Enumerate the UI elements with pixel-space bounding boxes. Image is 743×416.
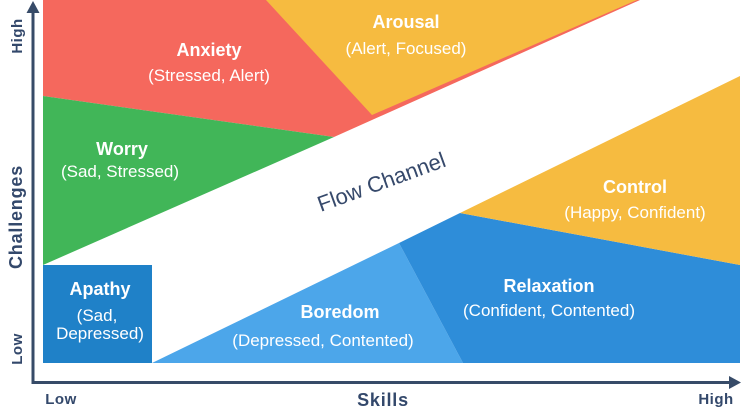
x-axis-line [31, 381, 734, 384]
y-axis-title: Challenges [6, 165, 26, 269]
region-relaxation [399, 213, 740, 363]
y-axis-arrowhead-icon [26, 1, 40, 13]
worry-title: Worry [96, 139, 148, 159]
apathy-subtitle-line2: Depressed) [56, 324, 144, 343]
anxiety-title: Anxiety [176, 40, 241, 60]
arousal-subtitle: (Alert, Focused) [346, 39, 467, 58]
control-title: Control [603, 177, 667, 197]
arousal-title: Arousal [372, 12, 439, 32]
x-axis-high-label: High [698, 391, 733, 408]
y-axis-high-label: High [9, 18, 26, 53]
flow-channel-label: Flow Channel [314, 147, 449, 216]
x-axis-title: Skills [357, 390, 409, 410]
relaxation-subtitle: (Confident, Contented) [463, 301, 635, 320]
boredom-subtitle: (Depressed, Contented) [232, 331, 413, 350]
region-worry [43, 96, 334, 265]
region-arousal [266, 0, 637, 115]
boredom-title: Boredom [300, 302, 379, 322]
anxiety-subtitle: (Stressed, Alert) [148, 66, 270, 85]
control-subtitle: (Happy, Confident) [564, 203, 705, 222]
region-boredom [152, 243, 463, 363]
x-axis-low-label: Low [45, 391, 77, 408]
y-axis-low-label: Low [9, 333, 26, 365]
relaxation-title: Relaxation [503, 276, 594, 296]
x-axis-arrowhead-icon [729, 376, 741, 389]
region-apathy [43, 265, 152, 363]
y-axis-line [31, 8, 35, 384]
apathy-title: Apathy [69, 279, 130, 299]
apathy-subtitle-line1: (Sad, [77, 306, 118, 325]
worry-subtitle: (Sad, Stressed) [61, 162, 179, 181]
region-control [460, 76, 740, 265]
